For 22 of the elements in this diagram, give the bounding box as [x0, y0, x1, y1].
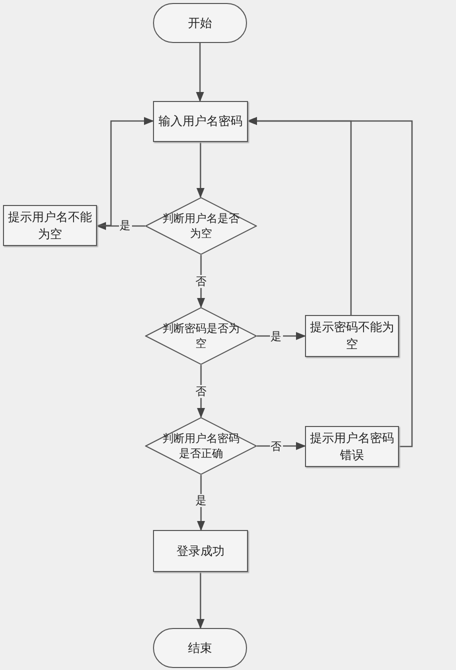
- edge-label: 否: [194, 384, 208, 398]
- process-box: 提示密码不能为空: [305, 315, 399, 357]
- edge-label: 否: [194, 274, 208, 288]
- terminal-shape: 开始: [153, 3, 247, 43]
- process-box: 输入用户名密码: [153, 101, 248, 142]
- process-box: 提示用户名不能为空: [3, 205, 97, 246]
- arrow: [196, 43, 204, 102]
- edge-label: 否: [270, 440, 282, 452]
- edge-label: 是: [270, 330, 282, 342]
- process-box: 提示用户名密码错误: [305, 426, 399, 467]
- decision-diamond: 判断用户名是否为空: [145, 197, 257, 255]
- decision-diamond: 判断密码是否为空: [145, 307, 257, 365]
- edge-label: 是: [194, 494, 208, 506]
- edge-label: 是: [118, 218, 132, 232]
- process-box: 登录成功: [153, 530, 248, 572]
- arrow: [96, 222, 145, 230]
- decision-diamond: 判断用户名密码是否正确: [145, 417, 257, 475]
- arrow: [196, 572, 204, 629]
- arrow: [97, 117, 154, 226]
- arrow: [196, 142, 204, 198]
- terminal-shape: 结束: [153, 628, 247, 668]
- arrow: [247, 117, 413, 448]
